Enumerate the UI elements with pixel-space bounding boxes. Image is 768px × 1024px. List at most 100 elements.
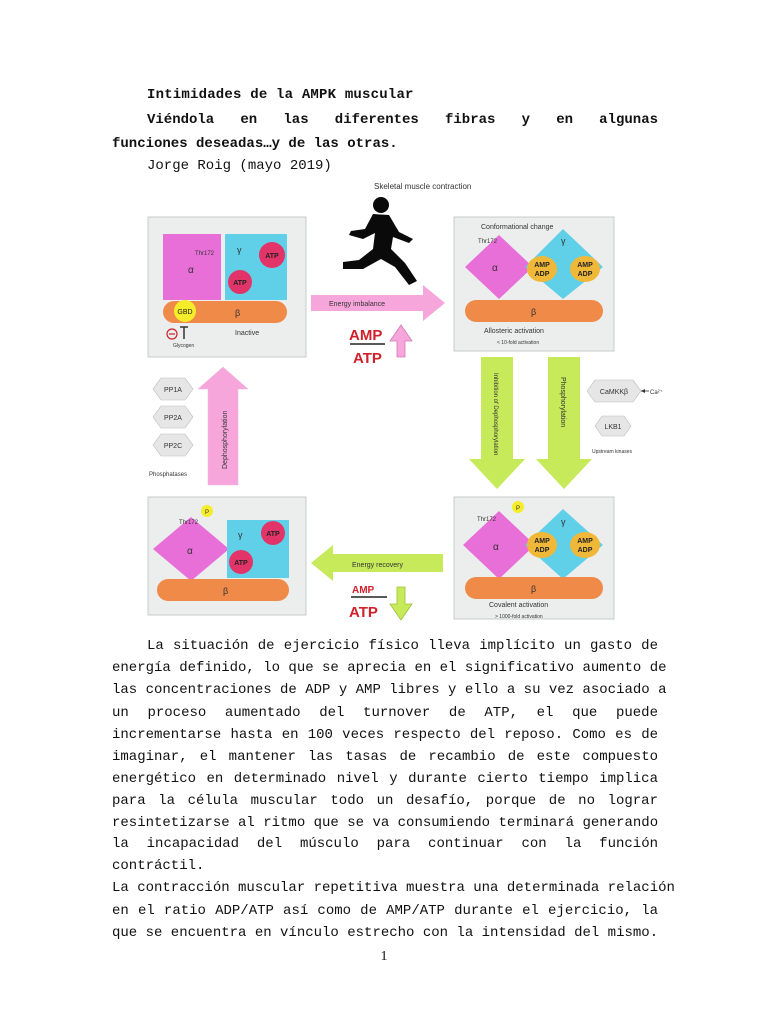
phosphatase-label: PP2A bbox=[164, 415, 182, 422]
state-label: Covalent activation bbox=[489, 602, 548, 609]
beta-label: β bbox=[531, 584, 536, 594]
beta-subunit bbox=[465, 577, 603, 599]
body-line: la incapacidad del músculo para continua… bbox=[112, 836, 658, 852]
body-line: La contracción muscular repetitiva muest… bbox=[112, 880, 675, 896]
alpha-label: α bbox=[492, 263, 498, 274]
atp-label: ATP bbox=[234, 560, 248, 567]
thr172-label: Thr172 bbox=[477, 517, 497, 523]
body-line: resintetizarse al ritmo que se va consum… bbox=[112, 815, 659, 831]
adp-label: ADP bbox=[578, 547, 593, 554]
amp-label: AMP bbox=[577, 538, 593, 545]
body-line: un proceso aumentado del turnover de ATP… bbox=[112, 705, 658, 721]
body-line: en el ratio ADP/ATP así como de AMP/ATP … bbox=[112, 903, 658, 919]
gamma-label: γ bbox=[561, 236, 566, 246]
phosphorylation-arrow: Phosphorylation bbox=[536, 357, 592, 489]
document-subtitle-line-1: Viéndola en las diferentes fibras y en a… bbox=[147, 112, 658, 128]
phospho-label: P bbox=[205, 510, 209, 516]
thr172-label: Thr172 bbox=[195, 251, 215, 257]
amp-label: AMP bbox=[577, 262, 593, 269]
state-label: Allosteric activation bbox=[484, 328, 544, 335]
beta-subunit bbox=[465, 300, 603, 322]
phospho-marker bbox=[201, 505, 213, 517]
page-number: 1 bbox=[380, 949, 388, 964]
fold-activation-label: < 10-fold activation bbox=[497, 340, 539, 346]
amp-adp-molecule bbox=[570, 256, 600, 282]
document-title: Intimidades de la AMPK muscular bbox=[147, 87, 414, 103]
atp-molecule bbox=[261, 521, 285, 545]
beta-subunit bbox=[157, 579, 289, 601]
alpha-label: α bbox=[493, 542, 499, 553]
panel-allosteric: Conformational change α Thr172 γ AMP ADP… bbox=[453, 216, 615, 352]
down-arrow-icon bbox=[389, 586, 413, 621]
energy-imbalance-arrow: Energy imbalance bbox=[311, 285, 445, 321]
upstream-kinases-group: CaMKKβ Ca²⁺ LKB1 Upstream kinases bbox=[586, 379, 663, 455]
dephosphorylation-arrow: Dephosphorylation bbox=[197, 366, 249, 486]
body-line: energético en determinado nivel y durant… bbox=[112, 771, 658, 787]
amp-label: AMP bbox=[534, 538, 550, 545]
ampk-activation-figure: Skeletal muscle contraction α Thr172 γ A… bbox=[143, 177, 665, 625]
panel-inactive: α Thr172 γ ATP ATP β GBD Inactive Glycog… bbox=[147, 216, 307, 358]
body-line: imaginar, el mantener las tasas de recam… bbox=[112, 749, 658, 765]
body-line: contráctil. bbox=[112, 858, 205, 874]
atp-label: ATP bbox=[265, 253, 279, 260]
author-line: Jorge Roig (mayo 2019) bbox=[147, 158, 332, 174]
phosphatases-label: Phosphatases bbox=[149, 472, 187, 478]
up-arrow-icon bbox=[389, 324, 413, 358]
body-line: incrementarse hasta en 100 veces respect… bbox=[112, 727, 658, 743]
phosphorylation-label: Phosphorylation bbox=[559, 377, 566, 427]
body-line: las concentraciones de ADP y AMP libres … bbox=[112, 682, 667, 698]
ratio-amp-label: AMP bbox=[349, 327, 382, 344]
state-label: Inactive bbox=[235, 330, 259, 337]
amp-atp-ratio-up: AMP ATP bbox=[349, 324, 413, 367]
inhibition-dephosphorylation-arrow: Inhibition of Dephosphorylation bbox=[469, 357, 525, 489]
gbd-domain bbox=[174, 300, 196, 322]
adp-label: ADP bbox=[535, 271, 550, 278]
amp-atp-ratio-down: AMP ATP bbox=[349, 585, 413, 621]
gamma-label: γ bbox=[237, 245, 242, 255]
adp-label: ADP bbox=[578, 271, 593, 278]
beta-label: β bbox=[235, 308, 240, 318]
adp-label: ADP bbox=[535, 547, 550, 554]
lkb1-label: LKB1 bbox=[604, 424, 621, 431]
energy-recovery-label: Energy recovery bbox=[352, 562, 403, 569]
fold-activation-label: > 1000-fold activation bbox=[495, 614, 543, 620]
calcium-label: Ca²⁺ bbox=[650, 389, 663, 396]
inhibition-icon bbox=[166, 328, 178, 340]
phospho-label: P bbox=[516, 506, 520, 512]
thr172-label: Thr172 bbox=[478, 239, 498, 245]
beta-label: β bbox=[223, 586, 228, 596]
panel-phosphorylated-inactive: α P Thr172 γ ATP ATP β bbox=[147, 496, 307, 616]
kinase-hexagon bbox=[594, 415, 632, 437]
atp-label: ATP bbox=[233, 280, 247, 287]
thr172-label: Thr172 bbox=[179, 520, 199, 526]
phosphatase-hexagon bbox=[152, 433, 194, 457]
alpha-label: α bbox=[187, 546, 193, 557]
phosphatase-hexagon bbox=[152, 377, 194, 401]
amp-label: AMP bbox=[534, 262, 550, 269]
gbd-label: GBD bbox=[177, 309, 192, 316]
body-line: energía definido, lo que se aprecia en e… bbox=[112, 660, 667, 676]
amp-adp-molecule bbox=[570, 532, 600, 558]
camkk-label: CaMKKβ bbox=[600, 389, 628, 396]
conformational-change-label: Conformational change bbox=[481, 224, 553, 231]
amp-adp-molecule bbox=[527, 256, 557, 282]
atp-molecule bbox=[259, 242, 285, 268]
runner-icon bbox=[343, 197, 417, 285]
phosphatases-group: PP1A PP2A PP2C Phosphatases bbox=[149, 377, 194, 478]
phospho-marker bbox=[512, 501, 524, 513]
body-line: La situación de ejercicio físico lleva i… bbox=[147, 638, 658, 654]
alpha-label: α bbox=[188, 265, 194, 276]
panel-covalent: α P Thr172 γ AMP ADP AMP ADP β Covalent … bbox=[453, 496, 615, 620]
document-subtitle-line-2: funciones deseadas…y de las otras. bbox=[112, 136, 398, 152]
atp-molecule bbox=[229, 550, 253, 574]
inhibition-label: Inhibition of Dephosphorylation bbox=[492, 373, 498, 455]
glycogen-label: Glycogen bbox=[173, 343, 194, 349]
phosphatase-label: PP1A bbox=[164, 387, 182, 394]
atp-label: ATP bbox=[266, 531, 280, 538]
gamma-label: γ bbox=[238, 530, 243, 540]
gamma-label: γ bbox=[561, 517, 566, 527]
phosphatase-hexagon bbox=[152, 405, 194, 429]
ratio-atp-label: ATP bbox=[349, 604, 378, 621]
energy-imbalance-label: Energy imbalance bbox=[329, 301, 385, 308]
